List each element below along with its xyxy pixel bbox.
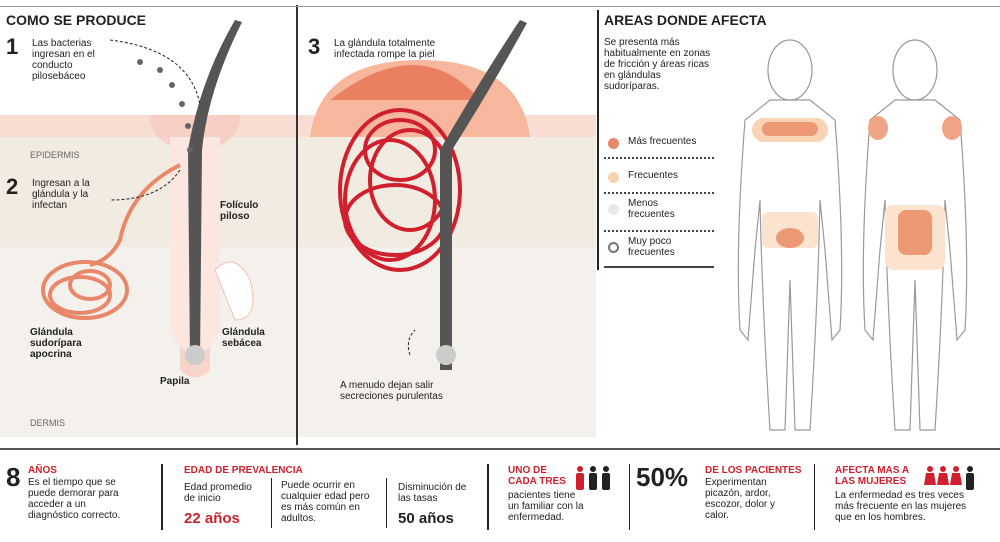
stat-disminucion-value: 50 años [398,510,454,527]
bacteria [137,59,193,153]
section-title-areas: AREAS DONDE AFECTA [604,12,767,28]
step-1-number: 1 [6,34,19,59]
hair [188,20,242,360]
people-1-of-3-icon [576,466,610,490]
section-title-como-se-produce: COMO SE PRODUCE [6,12,147,28]
stat-50-percent: 50% [636,462,689,492]
stat-uno-de-tres-text: pacientes tiene un familiar con la enfer… [508,490,584,523]
papila-label: Papila [160,376,190,387]
stat-cualquier-edad-text: Puede ocurrir en cualquier edad pero es … [281,480,370,524]
sebacea-label: Glándula sebácea [222,327,265,349]
body-back-zones [868,116,962,270]
legend-mas-frecuentes: Más frecuentes [608,136,718,150]
legend-frecuentes: Frecuentes [608,170,718,184]
step-2-number: 2 [6,174,19,199]
epidermis-label: EPIDERMIS [30,150,80,160]
dermis-label: DERMIS [30,418,66,428]
stat-uno-de-tres-head: UNO DE CADA TRES [508,465,566,487]
stat-pacientes-text: Experimentan picazón, ardor, escozor, do… [705,477,776,521]
papilla [185,345,205,365]
arrow-2 [109,169,181,201]
foliculo-label: Folículo piloso [220,200,259,222]
step-1-text: Las bacterias ingresan en el conducto pi… [32,38,95,82]
stat-inicio-value: 22 años [184,510,240,527]
body-front [737,39,843,431]
stat-disminucion-text: Disminución de las tasas [398,482,467,504]
stat-8-number: 8 [6,462,21,492]
legend-swatch [608,138,619,149]
legend-muy-poco-frecuentes: Muy poco frecuentes [608,236,718,262]
stat-pacientes-head: DE LOS PACIENTES [705,465,802,476]
sebaceous-gland [214,261,254,321]
legend-swatch [608,204,619,215]
secreciones-text: A menudo dejan salir secreciones purulen… [340,380,443,402]
stat-mujeres-head: AFECTA MAS A LAS MUJERES [835,465,909,487]
stat-anos-text: Es el tiempo que se puede demorar para a… [28,477,121,521]
areas-intro: Se presenta más habitualmente en zonas d… [604,37,711,92]
step-3-text: La glándula totalmente infectada rompe l… [334,38,436,60]
stat-mujeres-text: La enfermedad es tres veces más frecuent… [835,490,967,523]
step-3-number: 3 [308,34,321,59]
legend-swatch [608,172,619,183]
legend-menos-frecuentes: Menos frecuentes [608,198,718,224]
stat-prevalencia-head: EDAD DE PREVALENCIA [184,465,303,476]
skin-illustration [0,5,968,445]
step-2-text: Ingresan a la glándula y la infectan [32,178,90,211]
sudoripara-label: Glándula sudorípara apocrina [30,327,82,360]
arrow-1 [109,39,201,106]
people-3-women-1-man-icon [924,466,974,490]
legend-swatch [608,242,619,253]
stat-anos-head: AÑOS [28,465,57,476]
stat-inicio-text: Edad promedio de inicio [184,482,252,504]
sweat-gland [41,163,181,320]
hair-3 [440,20,527,370]
body-front-zones [752,118,828,248]
